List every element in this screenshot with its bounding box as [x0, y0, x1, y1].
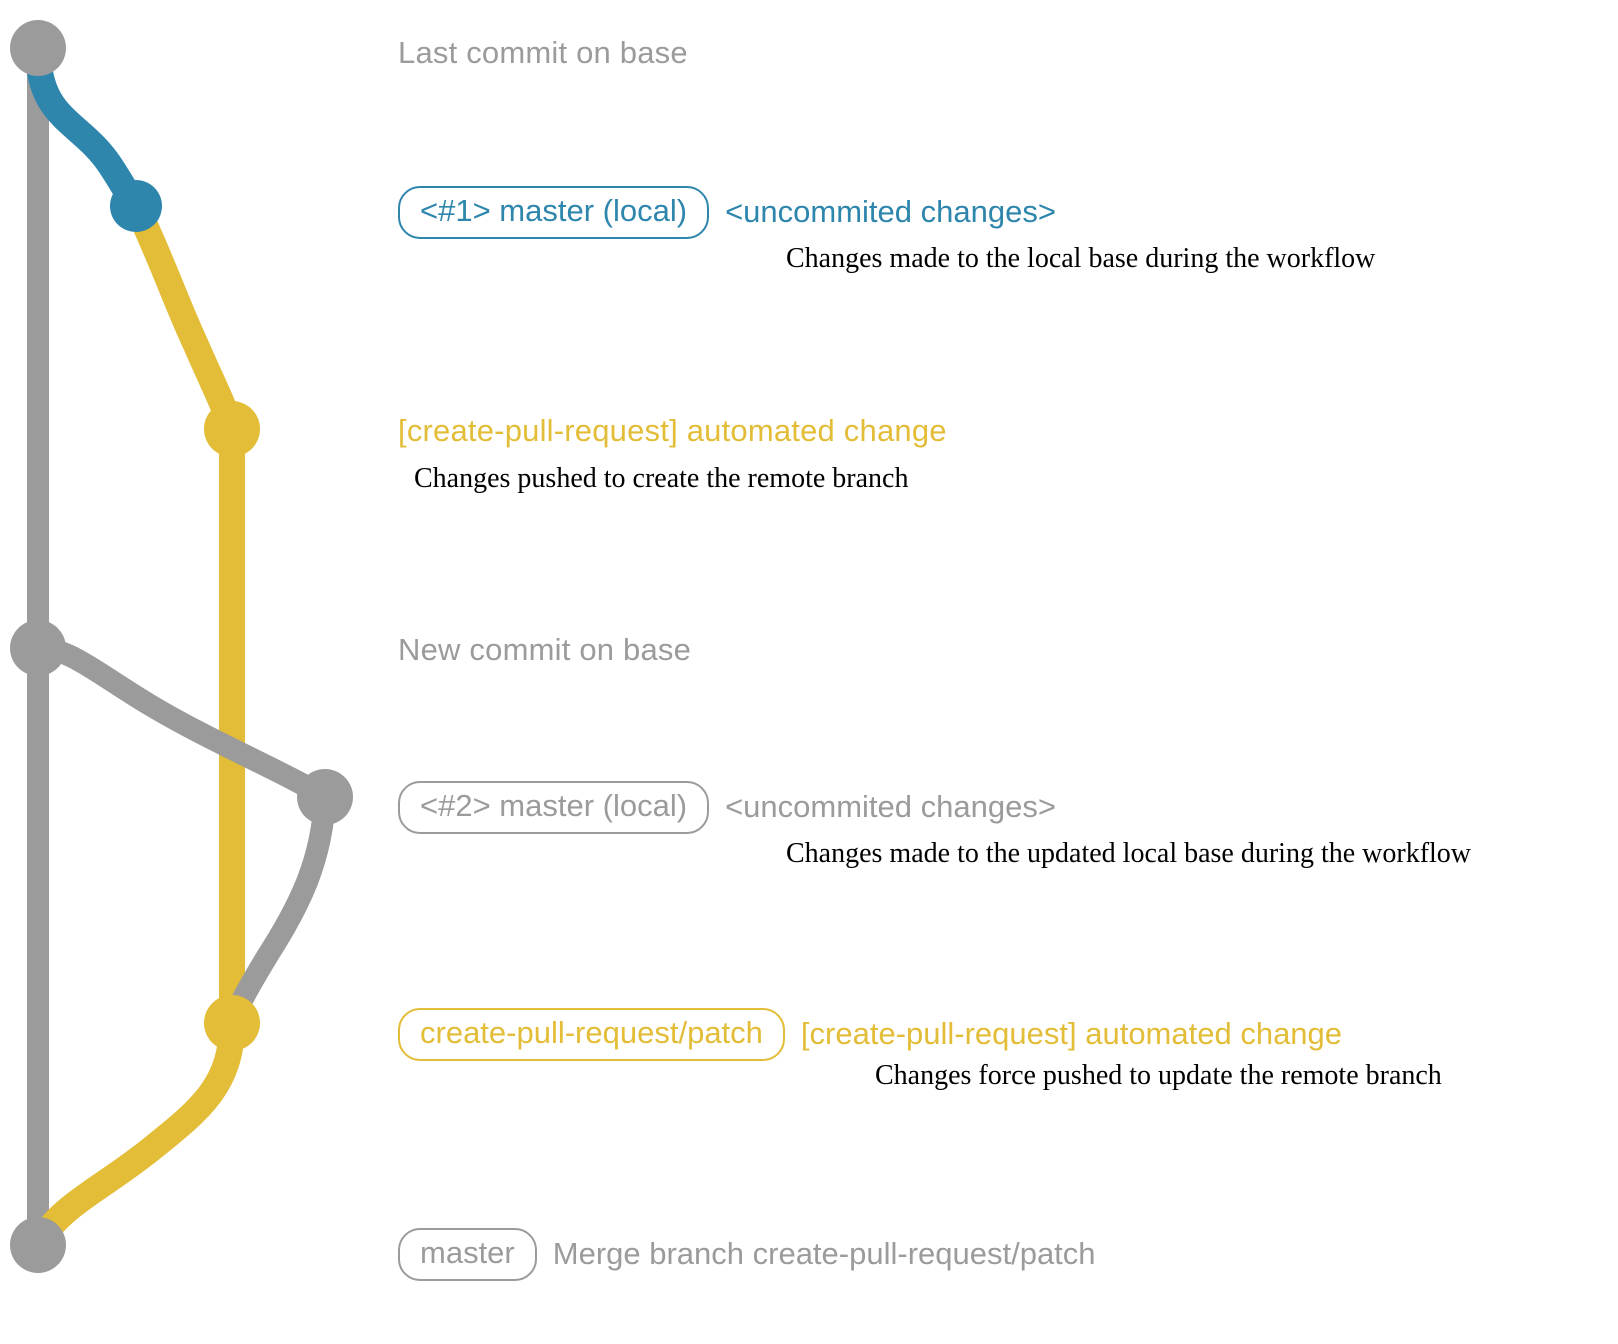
commit-node-base-last[interactable] — [10, 20, 66, 76]
commit-message-new-commit-on-base: New commit on base — [398, 632, 692, 667]
caption-updated-local-base-changes: Changes made to the updated local base d… — [786, 838, 1472, 869]
commit-message-automated-change-2: [create-pull-request] automated change — [800, 1016, 1343, 1052]
commit-message-uncommited-changes-1: <uncommited changes> — [725, 194, 1056, 230]
row-master-local-2: <#2> master (local) <uncommited changes> — [398, 781, 1056, 834]
commit-message-last-commit-on-base: Last commit on base — [398, 35, 688, 70]
git-graph — [10, 20, 353, 1273]
caption-local-base-changes: Changes made to the local base during th… — [786, 243, 1376, 274]
commit-node-patch-1[interactable] — [204, 401, 260, 457]
row-new-commit-on-base: New commit on base — [398, 632, 691, 668]
row-master-merge: master Merge branch create-pull-request/… — [398, 1228, 1096, 1281]
commit-node-patch-2[interactable] — [204, 995, 260, 1051]
row-master-local-1: <#1> master (local) <uncommited changes> — [398, 186, 1056, 239]
branch-line-patch-yellow — [123, 193, 245, 1036]
commit-node-local-2[interactable] — [297, 769, 353, 825]
commit-message-automated-change-1: [create-pull-request] automated change — [398, 413, 947, 448]
branch-line-patch-merge-yellow — [25, 1010, 245, 1258]
row-automated-change-1: [create-pull-request] automated change — [398, 413, 947, 449]
branch-line-local2-grey — [27, 637, 336, 808]
branch-badge-create-pull-request-patch[interactable]: create-pull-request/patch — [398, 1008, 785, 1061]
commit-node-base-new[interactable] — [10, 620, 66, 676]
commit-node-local-1[interactable] — [110, 180, 162, 232]
commit-node-base-merge[interactable] — [10, 1217, 66, 1273]
row-last-commit-on-base: Last commit on base — [398, 35, 688, 71]
branch-badge-master-local-2[interactable]: <#2> master (local) — [398, 781, 710, 834]
branch-line-local2-patch-grey — [221, 786, 336, 1034]
row-create-pull-request-patch: create-pull-request/patch [create-pull-r… — [398, 1008, 1342, 1061]
commit-message-merge-branch: Merge branch create-pull-request/patch — [552, 1236, 1096, 1272]
caption-force-pushed-update-remote-branch: Changes force pushed to update the remot… — [875, 1060, 1442, 1091]
branch-badge-master[interactable]: master — [398, 1228, 537, 1281]
caption-pushed-create-remote-branch: Changes pushed to create the remote bran… — [414, 463, 909, 494]
branch-badge-master-local-1[interactable]: <#1> master (local) — [398, 186, 710, 239]
commit-message-uncommited-changes-2: <uncommited changes> — [725, 789, 1056, 825]
